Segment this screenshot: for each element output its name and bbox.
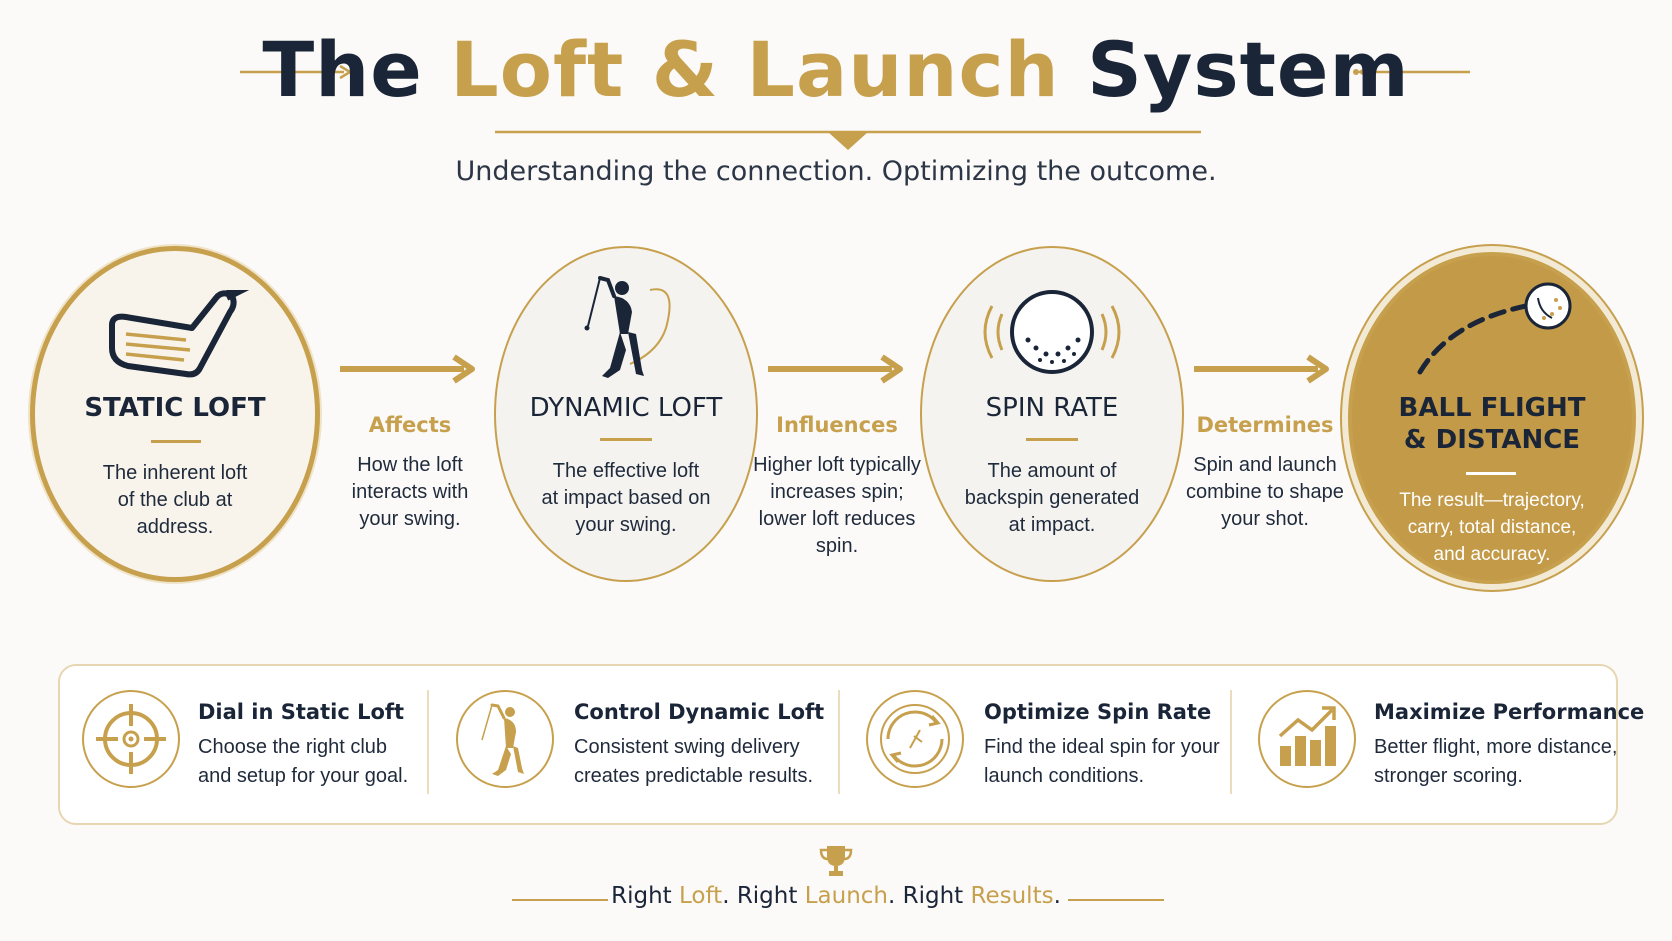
spin-rate-title: SPIN RATE	[985, 393, 1119, 423]
footer-rule-left	[512, 899, 608, 901]
golfer-swing-icon	[584, 276, 671, 378]
arrow-determines	[1194, 354, 1329, 384]
static-loft-circle	[30, 246, 320, 582]
static-loft-description: The inherent loft of the club at address…	[102, 462, 248, 538]
connector-determines-label: Determines	[1196, 413, 1334, 437]
footer-tagline: Right Loft. Right Launch. Right Results.	[611, 883, 1061, 909]
tip-static-loft-description: Choose the right club and setup for your…	[198, 736, 409, 787]
spinning-ball-icon	[983, 290, 1121, 374]
tip-separator-1	[427, 690, 429, 794]
tip-spin-rate-description: Find the ideal spin for your launch cond…	[984, 736, 1220, 787]
tip-dynamic-loft-description: Consistent swing delivery creates predic…	[574, 736, 814, 787]
dynamic-loft-divider	[600, 438, 652, 441]
page-subtitle: Understanding the connection. Optimizing…	[455, 156, 1217, 187]
arrow-affects	[340, 354, 475, 384]
tip-separator-2	[838, 690, 840, 794]
growth-chart-icon	[1278, 706, 1336, 766]
footer-rule-right	[1068, 899, 1164, 901]
connector-affects-description: How the loft interacts with your swing.	[351, 454, 469, 530]
dynamic-loft-title: DYNAMIC LOFT	[529, 393, 723, 423]
tip-static-loft-title: Dial in Static Loft	[198, 700, 405, 724]
ball-flight-circle	[1348, 252, 1636, 584]
page-title: The Loft & Launch System	[0, 22, 1672, 118]
ball-flight-description: The result—trajectory, carry, total dist…	[1399, 490, 1585, 565]
connector-influences-description: Higher loft typically increases spin; lo…	[753, 454, 921, 557]
dynamic-loft-description: The effective loft at impact based on yo…	[541, 460, 711, 536]
connector-influences-label: Influences	[776, 413, 898, 437]
title-underline	[495, 130, 1201, 150]
connector-determines-description: Spin and launch combine to shape your sh…	[1186, 454, 1344, 530]
golfer-icon	[481, 703, 524, 776]
tip-spin-rate-title: Optimize Spin Rate	[984, 700, 1212, 724]
tip-performance-title: Maximize Performance	[1374, 700, 1645, 724]
growth-chart-icon-ring	[1258, 690, 1356, 788]
ball-flight-divider	[1466, 472, 1516, 475]
golf-iron-icon	[109, 290, 250, 378]
crosshair-icon	[96, 704, 166, 774]
spin-icon	[880, 704, 950, 774]
spin-rate-divider	[1026, 438, 1078, 441]
header-ornament-right	[1353, 64, 1470, 80]
ball-flight-title: BALL FLIGHT & DISTANCE	[1398, 393, 1586, 455]
trophy-icon	[819, 846, 853, 876]
tip-separator-3	[1230, 690, 1232, 794]
connector-affects-label: Affects	[368, 413, 452, 437]
title-word-the: The	[262, 25, 423, 114]
arrow-influences	[768, 354, 903, 384]
tip-dynamic-loft-title: Control Dynamic Loft	[574, 700, 825, 724]
spin-rate-description: The amount of backspin generated at impa…	[964, 460, 1140, 536]
spin-icon-ring	[866, 690, 964, 788]
ball-flight-icon	[1417, 282, 1572, 375]
title-word-system: System	[1087, 25, 1410, 114]
static-loft-title: STATIC LOFT	[84, 393, 266, 423]
title-word-loft-launch: Loft & Launch	[450, 25, 1060, 114]
static-loft-divider	[151, 440, 201, 443]
golfer-icon-ring	[456, 690, 554, 788]
tip-performance-description: Better flight, more distance, stronger s…	[1374, 736, 1618, 787]
header-ornament-left	[240, 64, 357, 80]
